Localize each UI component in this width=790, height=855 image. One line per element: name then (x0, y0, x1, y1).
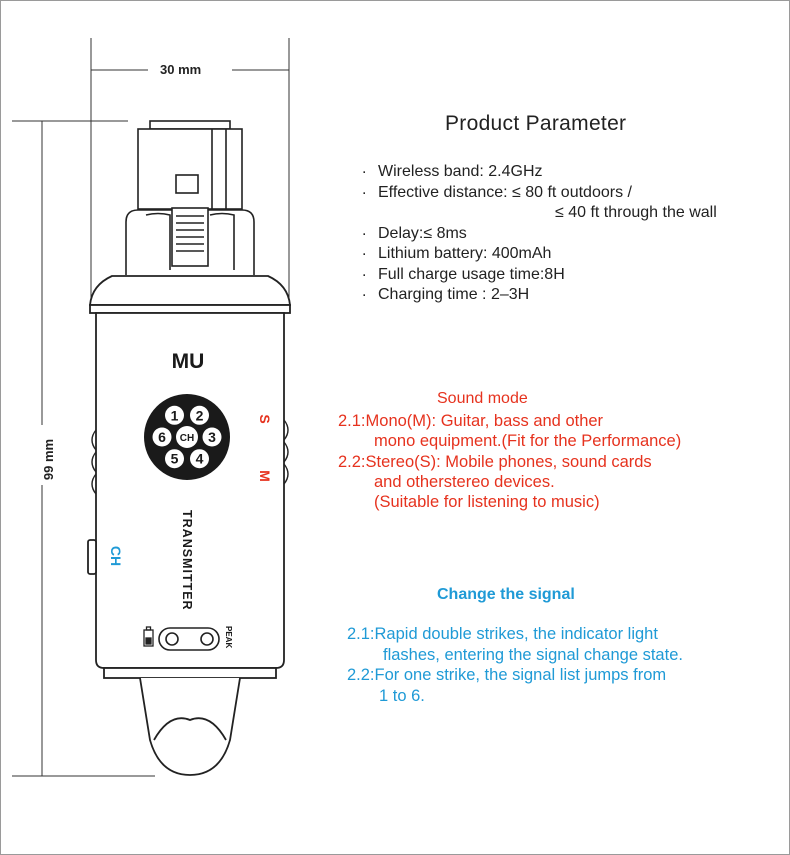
dial-channel-button[interactable] (165, 449, 184, 469)
sound-mode-line: and otherstereo devices. (374, 472, 555, 491)
ch-button-label: CH (108, 546, 124, 566)
dial-channel-button[interactable] (190, 405, 209, 425)
width-dimension (90, 38, 290, 300)
dial-channel-buttons: 1 234 56 (152, 405, 222, 469)
dial-channel-label: 1 (171, 407, 179, 423)
dial-channel-label: 5 (171, 451, 179, 467)
dial-channel-label: 4 (196, 451, 204, 467)
dial-channel-button[interactable] (152, 427, 172, 447)
sound-mode-line: mono equipment.(Fit for the Performance) (374, 432, 682, 451)
change-signal-heading: Change the signal (437, 586, 575, 603)
change-signal-line: 1 to 6. (379, 686, 425, 705)
sound-mode-heading: Sound mode (437, 390, 528, 407)
width-dimension-label: 30 mm (160, 62, 202, 77)
sound-mode-line: (Suitable for listening to music) (374, 493, 600, 512)
dial-channel-label: 3 (208, 429, 216, 445)
product-parameter-title: Product Parameter (445, 112, 627, 135)
dial-channel-label: 6 (158, 429, 166, 445)
xlr-connector (125, 120, 255, 275)
led-indicator-icon (200, 632, 214, 646)
dial-channel-button[interactable] (190, 449, 209, 469)
sound-mode-description: 2.1:Mono(M): Guitar, bass and other mono… (338, 411, 681, 512)
parameter-item: Delay:≤ 8ms (362, 221, 717, 245)
dial-channel-button[interactable] (202, 427, 222, 447)
parameter-list: Wireless band: 2.4GHz Effective distance… (362, 159, 717, 306)
led-indicator-icon (165, 632, 179, 646)
power-button[interactable] (158, 627, 220, 651)
parameter-item: Charging time : 2–3H (362, 282, 717, 306)
parameter-item: Effective distance: ≤ 80 ft outdoors / (362, 180, 717, 204)
parameter-item: Lithium battery: 400mAh (362, 241, 717, 265)
connector-ridges (176, 215, 204, 252)
change-signal-description: 2.1:Rapid double strikes, the indicator … (347, 624, 683, 706)
battery-icon (143, 626, 154, 647)
channel-dial[interactable]: CH 1 234 56 (144, 394, 230, 480)
peak-label: PEAK (224, 626, 233, 648)
dial-center-disc (176, 426, 198, 448)
change-signal-line: flashes, entering the signal change stat… (383, 645, 683, 664)
dial-channel-button[interactable] (165, 405, 184, 425)
change-signal-line: 2.1:Rapid double strikes, the indicator … (347, 625, 658, 643)
brand-logo: MU (172, 350, 205, 373)
change-signal-line: 2.2:For one strike, the signal list jump… (347, 666, 667, 684)
sound-mode-line: 2.2:Stereo(S): Mobile phones, sound card… (338, 452, 652, 471)
mono-label: M (257, 470, 273, 482)
parameter-item-continuation: ≤ 40 ft through the wall (555, 204, 717, 221)
parameter-item: Full charge usage time:8H (362, 262, 717, 286)
height-dimension (12, 120, 155, 777)
dial-channel-label: 2 (196, 407, 204, 423)
height-dimension-label: 99 mm (41, 438, 57, 481)
parameter-item: Wireless band: 2.4GHz (362, 159, 717, 183)
stereo-label: S (257, 414, 273, 423)
transmitter-body (87, 275, 291, 776)
transmitter-label: TRANSMITTER (180, 510, 194, 611)
sound-mode-line: 2.1:Mono(M): Guitar, bass and other (338, 412, 604, 430)
dial-center-label: CH (180, 433, 194, 444)
